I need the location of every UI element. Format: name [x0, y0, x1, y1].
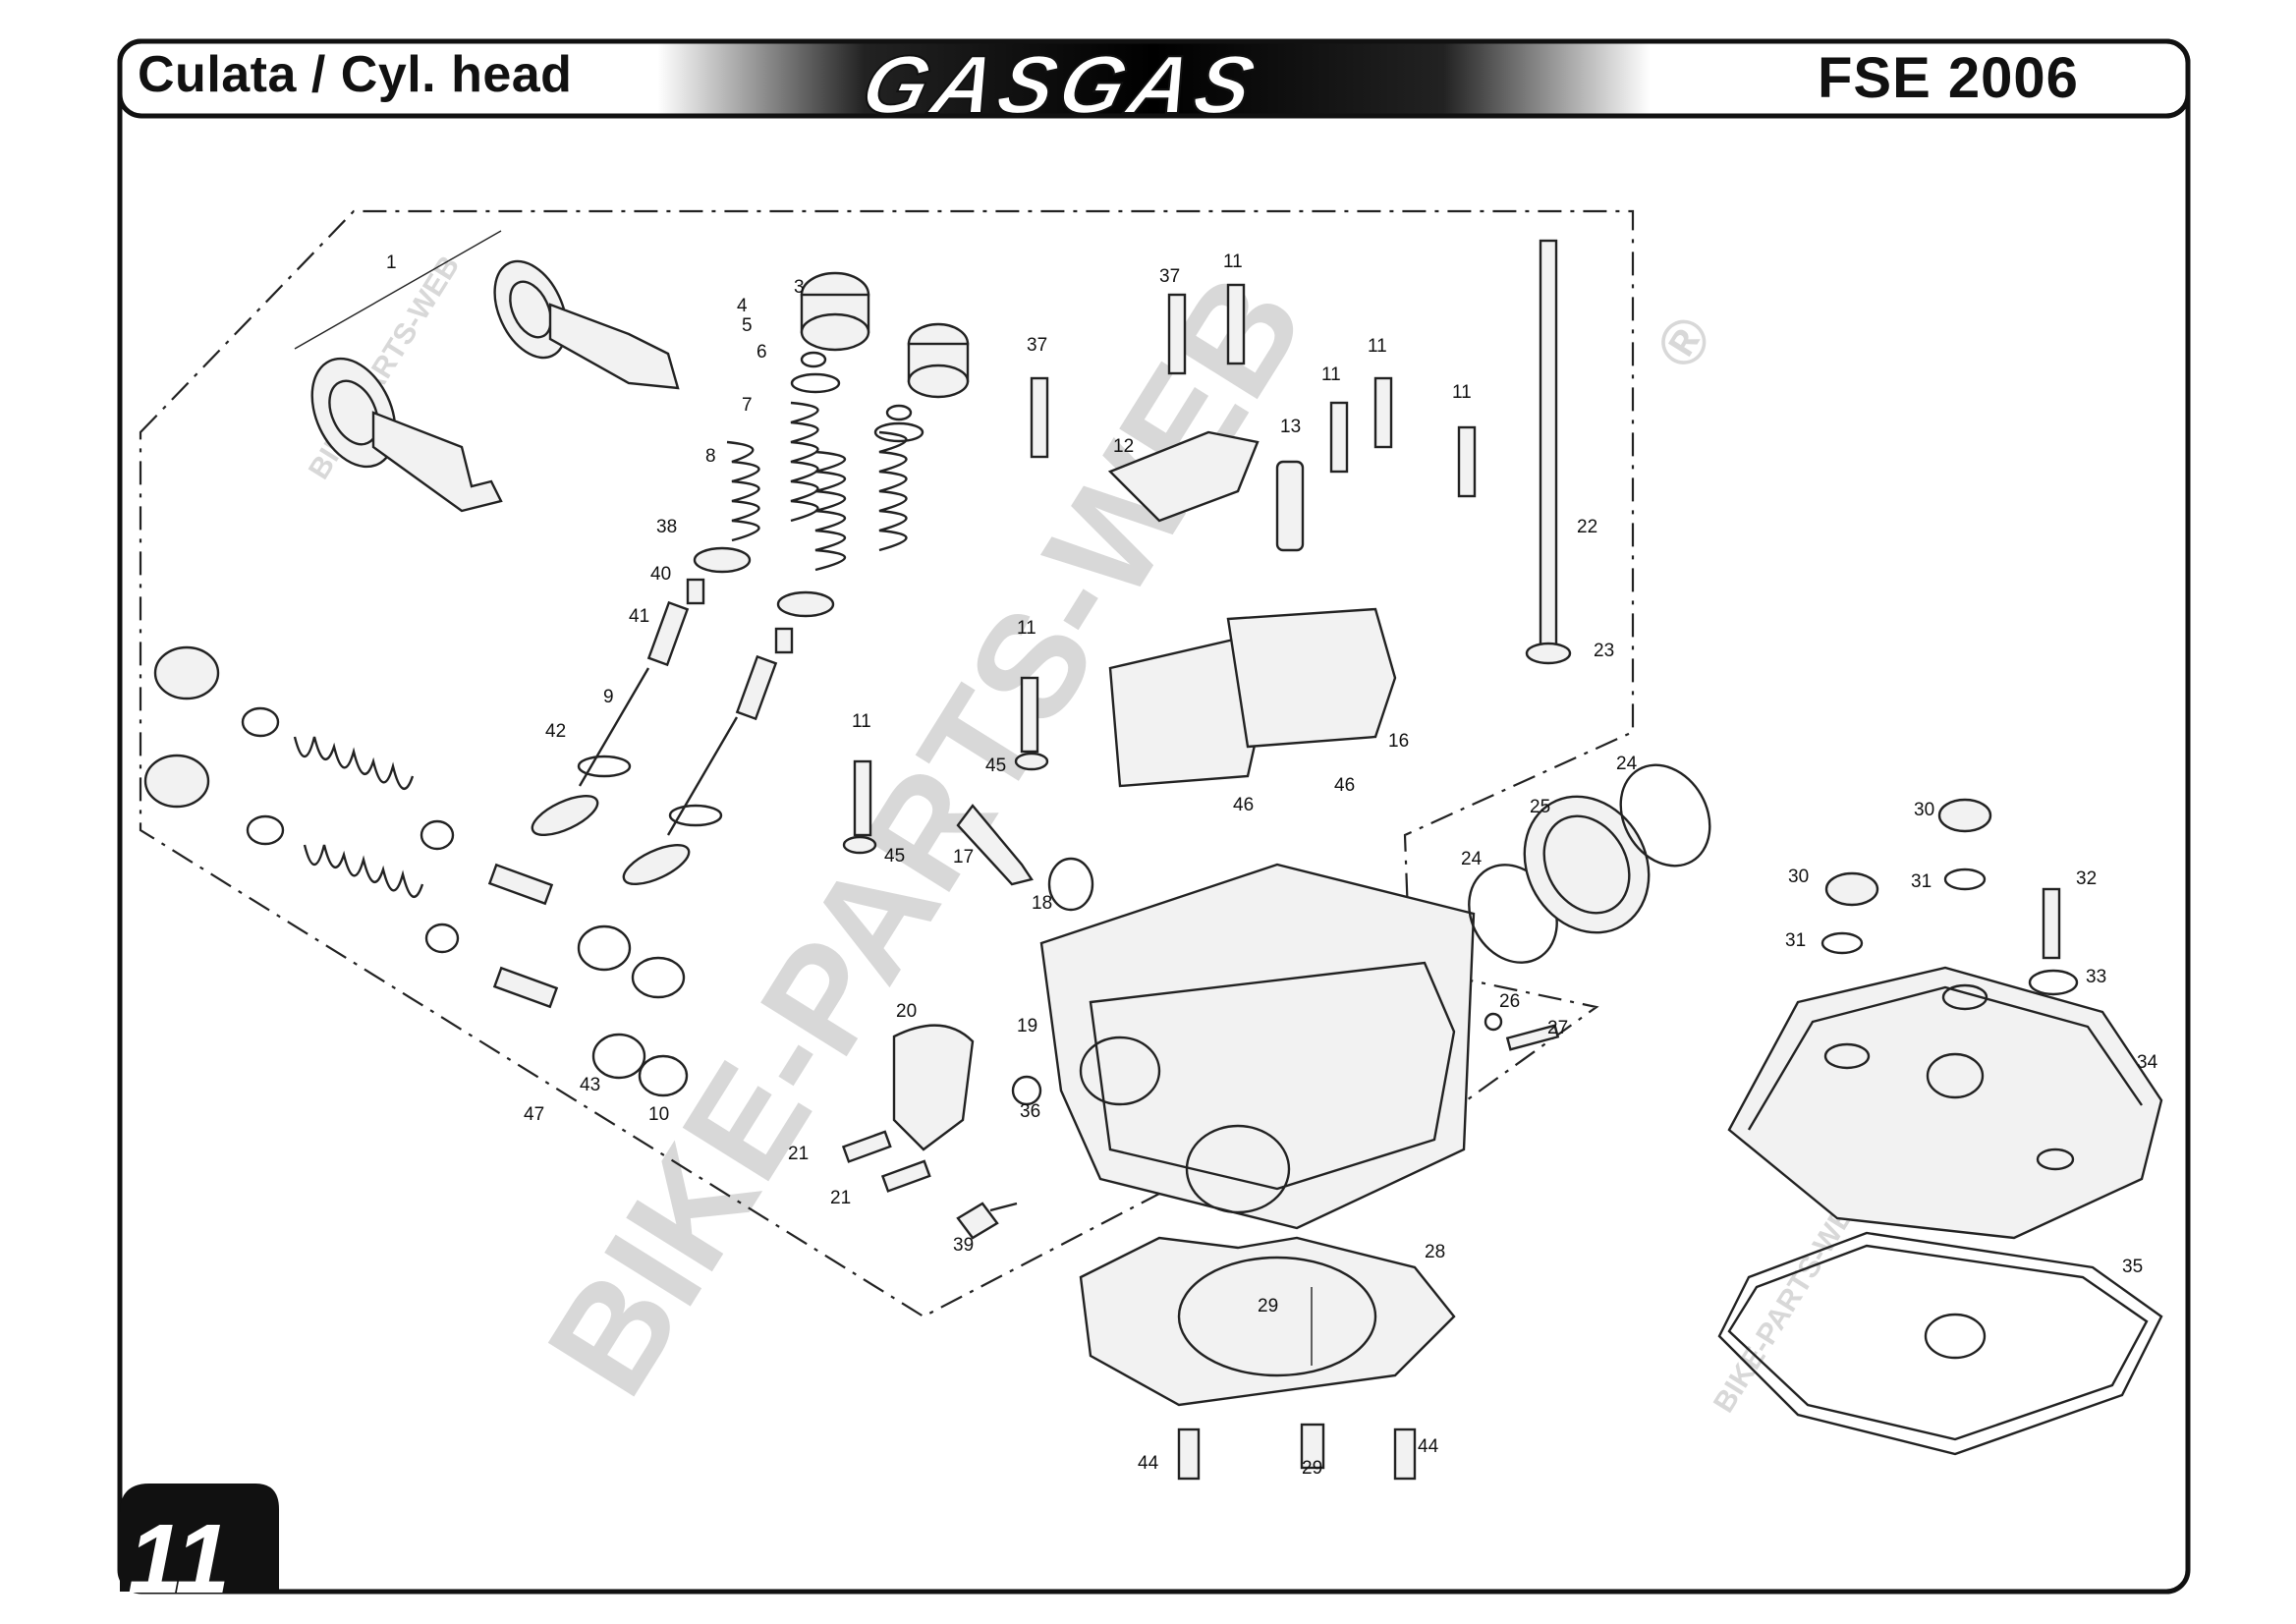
- part-label-36: 36: [1020, 1101, 1040, 1122]
- part-label-11a: 11: [1223, 252, 1243, 272]
- part-label-11c: 11: [1321, 364, 1341, 385]
- part-label-16: 16: [1388, 731, 1409, 752]
- part-label-21a: 21: [788, 1144, 809, 1164]
- part-label-33: 33: [2086, 967, 2106, 987]
- valve-train-upper: [531, 271, 970, 886]
- part-label-32: 32: [2076, 868, 2097, 889]
- part-label-31a: 31: [1911, 871, 1932, 892]
- part-label-1: 1: [386, 252, 397, 273]
- camshaft-assembly: [294, 230, 680, 513]
- watermark-copyright: ®: [1642, 304, 1726, 380]
- brand-logo: GASGAS: [852, 37, 1269, 132]
- part-label-40: 40: [650, 564, 671, 585]
- part-label-46b: 46: [1233, 795, 1254, 815]
- part-label-11e: 11: [1017, 618, 1036, 639]
- model-title: FSE 2006: [1818, 46, 2079, 110]
- part-label-3: 3: [794, 277, 805, 298]
- part-label-18: 18: [1032, 893, 1052, 914]
- part-label-37b: 37: [1027, 335, 1047, 356]
- cylinder-head-assembly: [841, 239, 1711, 1240]
- part-label-41: 41: [629, 606, 649, 627]
- part-label-47: 47: [524, 1104, 544, 1125]
- part-label-12: 12: [1113, 436, 1134, 457]
- part-label-9: 9: [603, 687, 614, 707]
- part-label-38: 38: [656, 517, 677, 537]
- page-number: 11: [128, 1504, 230, 1614]
- part-label-27: 27: [1547, 1018, 1568, 1038]
- page-title: Culata / Cyl. head: [138, 46, 573, 103]
- part-label-7: 7: [742, 395, 753, 416]
- part-label-44a: 44: [1138, 1453, 1159, 1474]
- part-label-17: 17: [953, 847, 974, 868]
- part-label-11f: 11: [852, 711, 871, 732]
- part-label-20: 20: [896, 1001, 917, 1022]
- part-label-30b: 30: [1788, 867, 1809, 887]
- part-label-11b: 11: [1368, 336, 1387, 357]
- part-label-4: 4: [737, 296, 748, 316]
- part-label-35: 35: [2122, 1257, 2143, 1277]
- part-labels: 1 3 4 5 6 7 8 38 40 41 9 42 47 43 10 37 …: [386, 252, 2158, 1479]
- part-label-8: 8: [705, 446, 716, 467]
- part-label-21b: 21: [830, 1188, 851, 1208]
- part-label-10: 10: [648, 1104, 669, 1125]
- part-label-29b: 29: [1302, 1458, 1322, 1479]
- part-label-25: 25: [1530, 797, 1550, 817]
- part-label-22: 22: [1577, 517, 1597, 537]
- part-label-39: 39: [953, 1235, 974, 1256]
- valve-train-lower: [143, 645, 689, 1097]
- part-label-29a: 29: [1258, 1296, 1278, 1316]
- part-label-19: 19: [1017, 1016, 1037, 1036]
- part-label-11d: 11: [1452, 382, 1472, 403]
- head-gasket: [1079, 1236, 1456, 1481]
- part-label-43: 43: [580, 1075, 600, 1095]
- part-label-23: 23: [1594, 641, 1614, 661]
- part-label-6: 6: [756, 342, 767, 363]
- part-label-45a: 45: [985, 756, 1006, 776]
- assembly-group-outline: [139, 209, 1635, 1318]
- part-label-28: 28: [1425, 1242, 1445, 1262]
- part-label-37a: 37: [1159, 266, 1180, 287]
- part-label-24a: 24: [1616, 754, 1638, 774]
- part-label-34: 34: [2137, 1052, 2158, 1073]
- part-label-45b: 45: [884, 846, 905, 867]
- valve-cover: [1717, 798, 2163, 1456]
- page-number-tab: [120, 1484, 279, 1592]
- part-label-30a: 30: [1914, 800, 1934, 820]
- part-label-42: 42: [545, 721, 566, 742]
- part-label-5: 5: [742, 315, 753, 336]
- part-label-26: 26: [1499, 991, 1520, 1012]
- part-label-13: 13: [1280, 417, 1301, 437]
- part-label-31b: 31: [1785, 930, 1806, 951]
- header-bar: [117, 38, 2191, 119]
- part-label-24b: 24: [1461, 849, 1483, 869]
- part-label-44b: 44: [1418, 1436, 1439, 1457]
- part-label-46a: 46: [1334, 775, 1355, 796]
